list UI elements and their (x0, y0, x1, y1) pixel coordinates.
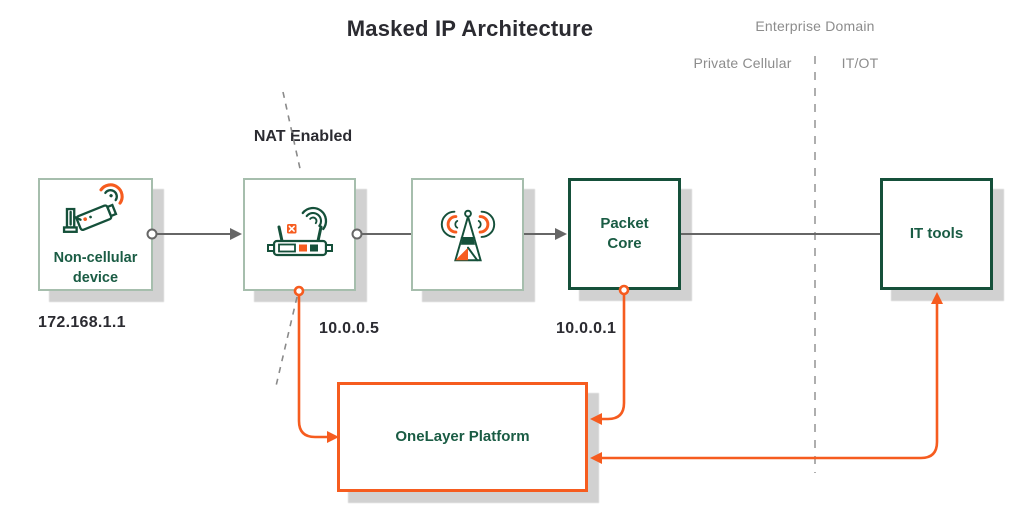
node-onelayer-platform: OneLayer Platform (337, 382, 588, 492)
arrow-device-to-router (146, 228, 242, 240)
node-label-packet-core: Packet Core (600, 214, 649, 252)
arrow-tower-to-packet-core (524, 228, 567, 240)
private-cellular-zone-label: Private Cellular (693, 55, 792, 71)
node-nat-router (243, 178, 356, 291)
link-router-to-tower (351, 228, 411, 240)
page-title: Masked IP Architecture (346, 16, 594, 41)
node-it-tools: IT tools (880, 178, 993, 290)
it-ot-zone-label: IT/OT (841, 55, 879, 71)
node-label-non-cellular-device: Non-cellular device (53, 249, 138, 286)
node-packet-core: Packet Core (568, 178, 681, 290)
wireless-router-icon (266, 206, 333, 256)
node-non-cellular-device: Non-cellular device (38, 178, 153, 291)
ip-label-router: 10.0.0.5 (319, 320, 380, 337)
arrow-platform-it-tools-bidirectional (590, 292, 943, 464)
arrow-packet-core-to-platform (590, 284, 630, 425)
nat-enabled-label: NAT Enabled (253, 128, 353, 145)
node-cell-tower (411, 178, 524, 291)
ip-label-device: 172.168.1.1 (38, 314, 126, 331)
ip-label-packet-core: 10.0.0.1 (556, 320, 617, 337)
arrow-router-to-platform (293, 285, 339, 443)
node-label-onelayer-platform: OneLayer Platform (395, 427, 530, 445)
cell-tower-icon (440, 209, 495, 261)
node-label-it-tools: IT tools (909, 224, 964, 242)
enterprise-domain-label: Enterprise Domain (755, 18, 875, 34)
cctv-camera-icon (62, 183, 124, 233)
